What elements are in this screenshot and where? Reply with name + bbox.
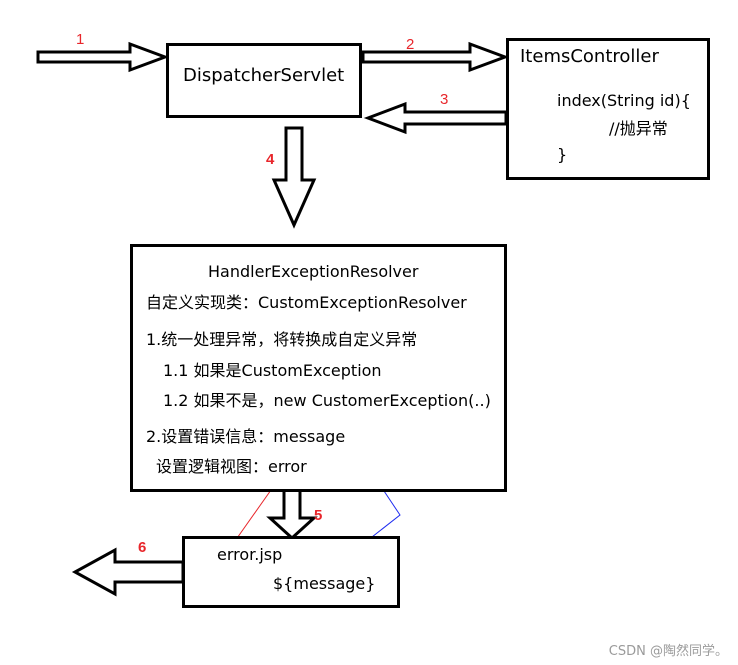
resolver-line-1: 自定义实现类：CustomExceptionResolver xyxy=(146,293,467,312)
step-4-label: 4 xyxy=(266,151,275,168)
resolver-line-4: 1.2 如果不是，new CustomerException(..) xyxy=(163,391,491,410)
arrow-6-response xyxy=(71,547,185,597)
dispatcher-servlet-node: DispatcherServlet xyxy=(166,43,362,118)
arrow-2-to-controller xyxy=(361,41,510,73)
step-6-label: 6 xyxy=(138,539,147,556)
items-controller-title: ItemsController xyxy=(520,46,659,67)
arrow-5-to-error-view xyxy=(266,482,318,541)
items-controller-node: ItemsController index(String id){ //抛异常 … xyxy=(506,38,710,180)
step-2-label: 2 xyxy=(406,36,415,53)
resolver-title: HandlerExceptionResolver xyxy=(208,262,419,281)
resolver-line-2: 1.统一处理异常，将转换成自定义异常 xyxy=(146,330,418,349)
items-controller-line-3: } xyxy=(557,145,568,164)
step-3-label: 3 xyxy=(440,91,449,108)
items-controller-line-1: index(String id){ xyxy=(557,91,691,110)
arrow-1-entry xyxy=(36,41,170,73)
error-jsp-message: ${message} xyxy=(273,574,376,593)
handler-exception-resolver-node: HandlerExceptionResolver 自定义实现类：CustomEx… xyxy=(130,244,507,492)
step-1-label: 1 xyxy=(76,31,85,48)
step-5-label: 5 xyxy=(314,507,323,524)
items-controller-line-2: //抛异常 xyxy=(609,119,668,138)
arrow-4-to-resolver xyxy=(271,126,317,229)
error-jsp-node: error.jsp ${message} xyxy=(182,536,400,608)
resolver-line-5: 2.设置错误信息：message xyxy=(146,427,346,446)
dispatcher-servlet-label: DispatcherServlet xyxy=(183,65,345,86)
error-jsp-label: error.jsp xyxy=(217,545,283,564)
watermark: CSDN @陶然同学。 xyxy=(608,644,728,659)
arrow-3-exception-back xyxy=(363,101,508,135)
resolver-line-6: 设置逻辑视图：error xyxy=(156,457,307,476)
resolver-line-3: 1.1 如果是CustomException xyxy=(163,361,382,380)
